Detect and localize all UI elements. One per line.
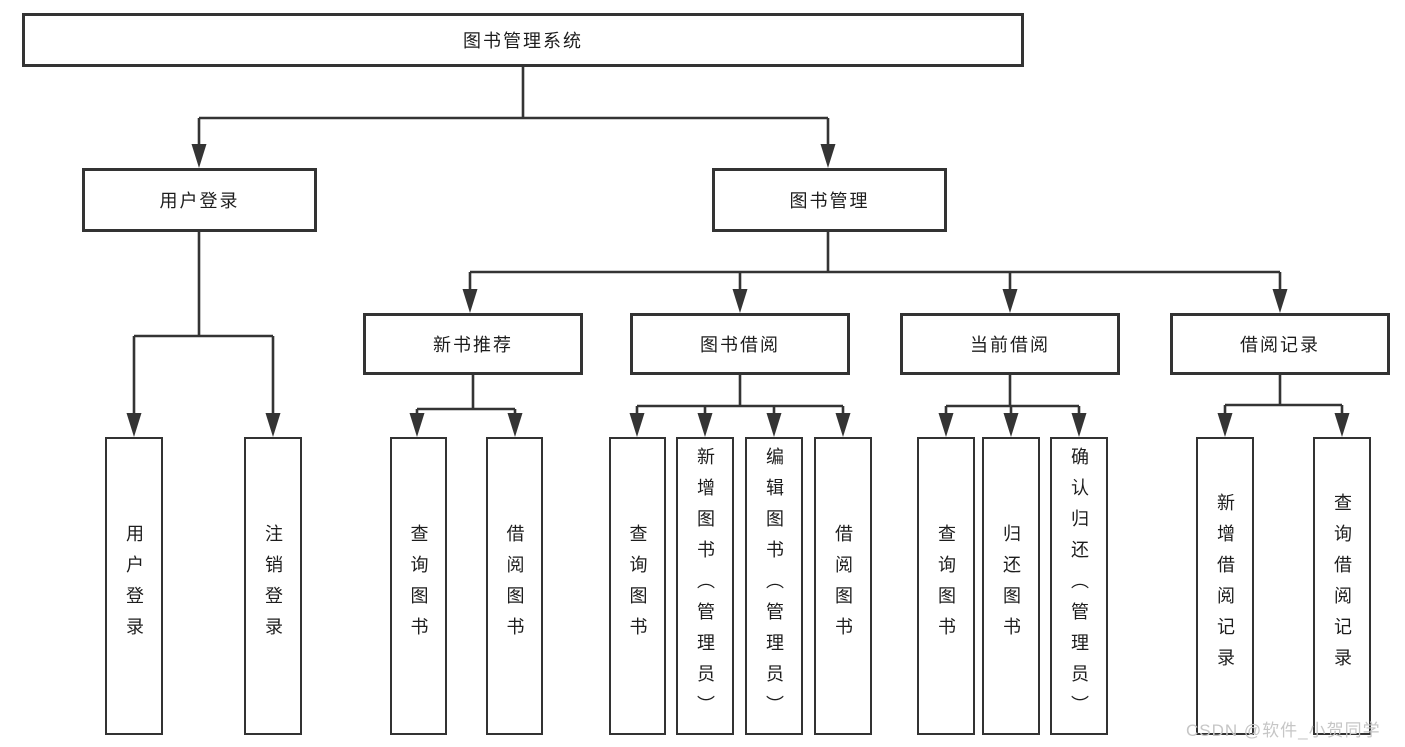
node-label: 当前借阅 — [970, 335, 1050, 355]
node-label: 查询借阅记录 — [1332, 493, 1352, 679]
node-user-login-action: 用户登录 — [105, 437, 163, 735]
node-query-books-current: 查询图书 — [917, 437, 975, 735]
node-edit-books-admin: 编辑图书（管理员） — [745, 437, 803, 735]
node-borrow-books-recommend: 借阅图书 — [486, 437, 543, 735]
node-label: 查询图书 — [936, 524, 956, 648]
node-current-borrowing: 当前借阅 — [900, 313, 1120, 375]
node-query-books-borrow: 查询图书 — [609, 437, 666, 735]
node-logout: 注销登录 — [244, 437, 302, 735]
node-label: 注销登录 — [263, 524, 283, 648]
node-return-books: 归还图书 — [982, 437, 1040, 735]
node-user-login: 用户登录 — [82, 168, 317, 232]
node-label: 用户登录 — [159, 191, 240, 211]
node-label: 新增借阅记录 — [1215, 493, 1235, 679]
node-label: 图书管理 — [789, 191, 870, 211]
node-label: 借阅图书 — [833, 524, 853, 648]
node-label: 查询图书 — [408, 524, 429, 648]
node-label: 新书推荐 — [433, 335, 513, 355]
node-add-books-admin: 新增图书（管理员） — [676, 437, 734, 735]
node-label: 编辑图书（管理员） — [764, 446, 784, 726]
csdn-watermark: CSDN @软件_小贺同学 — [1186, 721, 1381, 740]
node-confirm-return-admin: 确认归还（管理员） — [1050, 437, 1108, 735]
node-label: 借阅记录 — [1240, 335, 1320, 355]
node-library-management-system: 图书管理系统 — [22, 13, 1024, 67]
node-label: 确认归还（管理员） — [1069, 446, 1089, 726]
node-label: 图书管理系统 — [463, 31, 583, 51]
node-new-book-recommend: 新书推荐 — [363, 313, 583, 375]
node-book-borrowing: 图书借阅 — [630, 313, 850, 375]
node-label: 新增图书（管理员） — [695, 446, 715, 726]
node-label: 用户登录 — [124, 524, 144, 648]
node-add-borrow-record: 新增借阅记录 — [1196, 437, 1254, 735]
node-label: 借阅图书 — [504, 524, 525, 648]
node-query-borrow-record: 查询借阅记录 — [1313, 437, 1371, 735]
node-label: 查询图书 — [627, 524, 648, 648]
node-book-management: 图书管理 — [712, 168, 947, 232]
node-borrowing-records: 借阅记录 — [1170, 313, 1390, 375]
node-label: 图书借阅 — [700, 335, 780, 355]
node-borrow-books: 借阅图书 — [814, 437, 872, 735]
node-query-books-recommend: 查询图书 — [390, 437, 447, 735]
node-label: 归还图书 — [1001, 524, 1021, 648]
